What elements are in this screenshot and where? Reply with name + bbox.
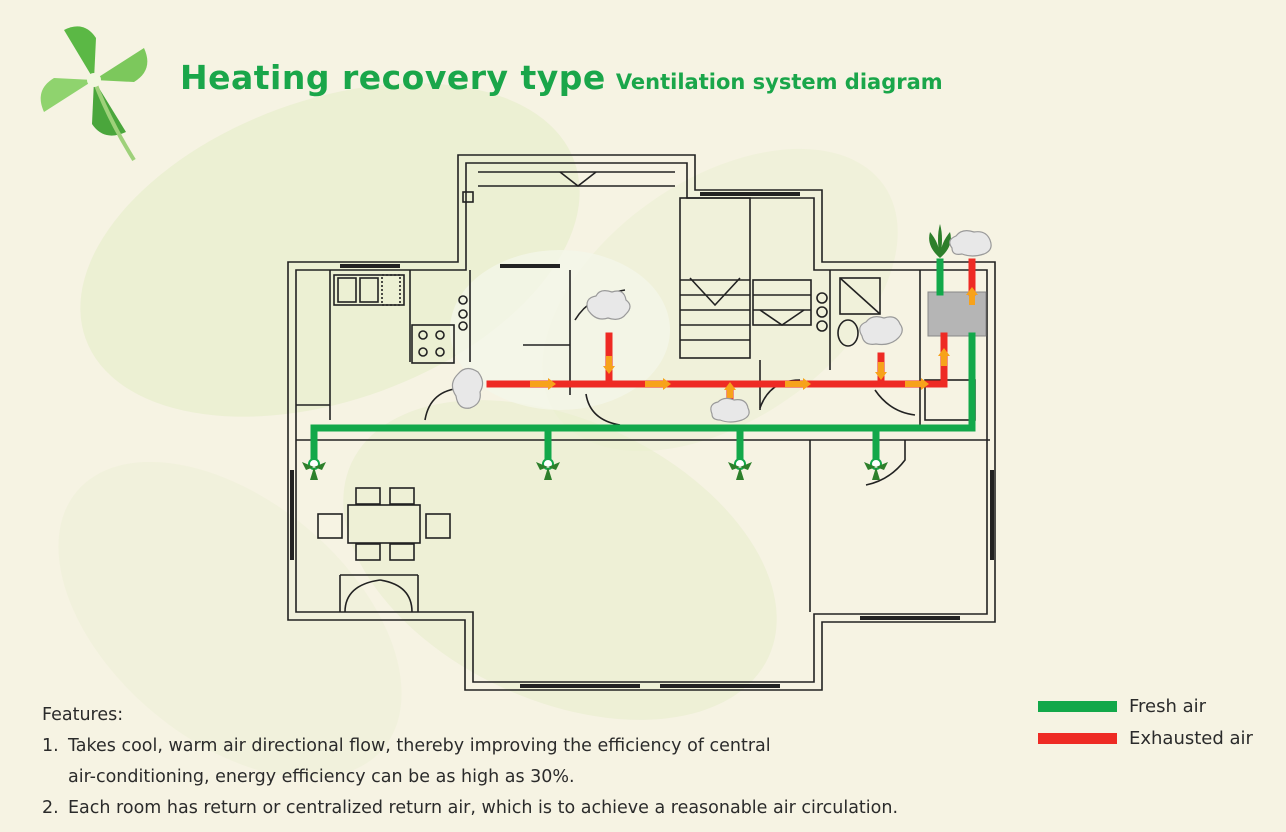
feature-item-2: 2. Each room has return or centralized r… [42,793,1042,824]
exhaust-smoke-icon [710,397,750,423]
feature-item-1: 1. Takes cool, warm air directional flow… [42,731,1042,793]
features-heading: Features: [42,705,124,725]
title-main: Heating recovery type [180,58,606,97]
legend-item-fresh: Fresh air [1038,690,1278,722]
fresh-air-swatch [1038,700,1117,712]
fresh-air-outlet-icon [536,458,560,480]
heat-recovery-unit [927,291,987,337]
fresh-air-outlet-icon [302,458,326,480]
exhaust-smoke-icon [859,316,903,346]
exhaust-smoke-icon [949,230,992,257]
feature-number: 2. [42,798,59,818]
feature-number: 1. [42,736,59,756]
legend: Fresh air Exhausted air [1038,690,1278,754]
exhaust-air-swatch [1038,732,1117,744]
feature-text: Each room has return or centralized retu… [68,798,899,818]
legend-item-exhaust: Exhausted air [1038,722,1278,754]
fresh-air-outlet-icon [864,458,888,480]
fresh-air-intake-icon [929,224,951,258]
exhaust-smoke-icon [586,290,631,320]
title-sub: Ventilation system diagram [615,70,943,94]
diagram-title: Heating recovery type Ventilation system … [180,58,943,97]
legend-label-exhaust: Exhausted air [1129,727,1253,749]
feature-text: air-conditioning, energy efficiency can … [68,767,575,787]
exhaust-smoke-icon [451,367,484,409]
legend-label-fresh: Fresh air [1129,695,1207,717]
fresh-air-outlet-icon [728,458,752,480]
pinwheel-logo-icon [40,26,148,162]
feature-text: Takes cool, warm air directional flow, t… [68,736,771,756]
fresh-air-ducts [310,258,976,466]
flow-arrows [530,287,978,398]
walls [287,154,996,691]
features-section: Features: 1. Takes cool, warm air direct… [42,700,1042,824]
